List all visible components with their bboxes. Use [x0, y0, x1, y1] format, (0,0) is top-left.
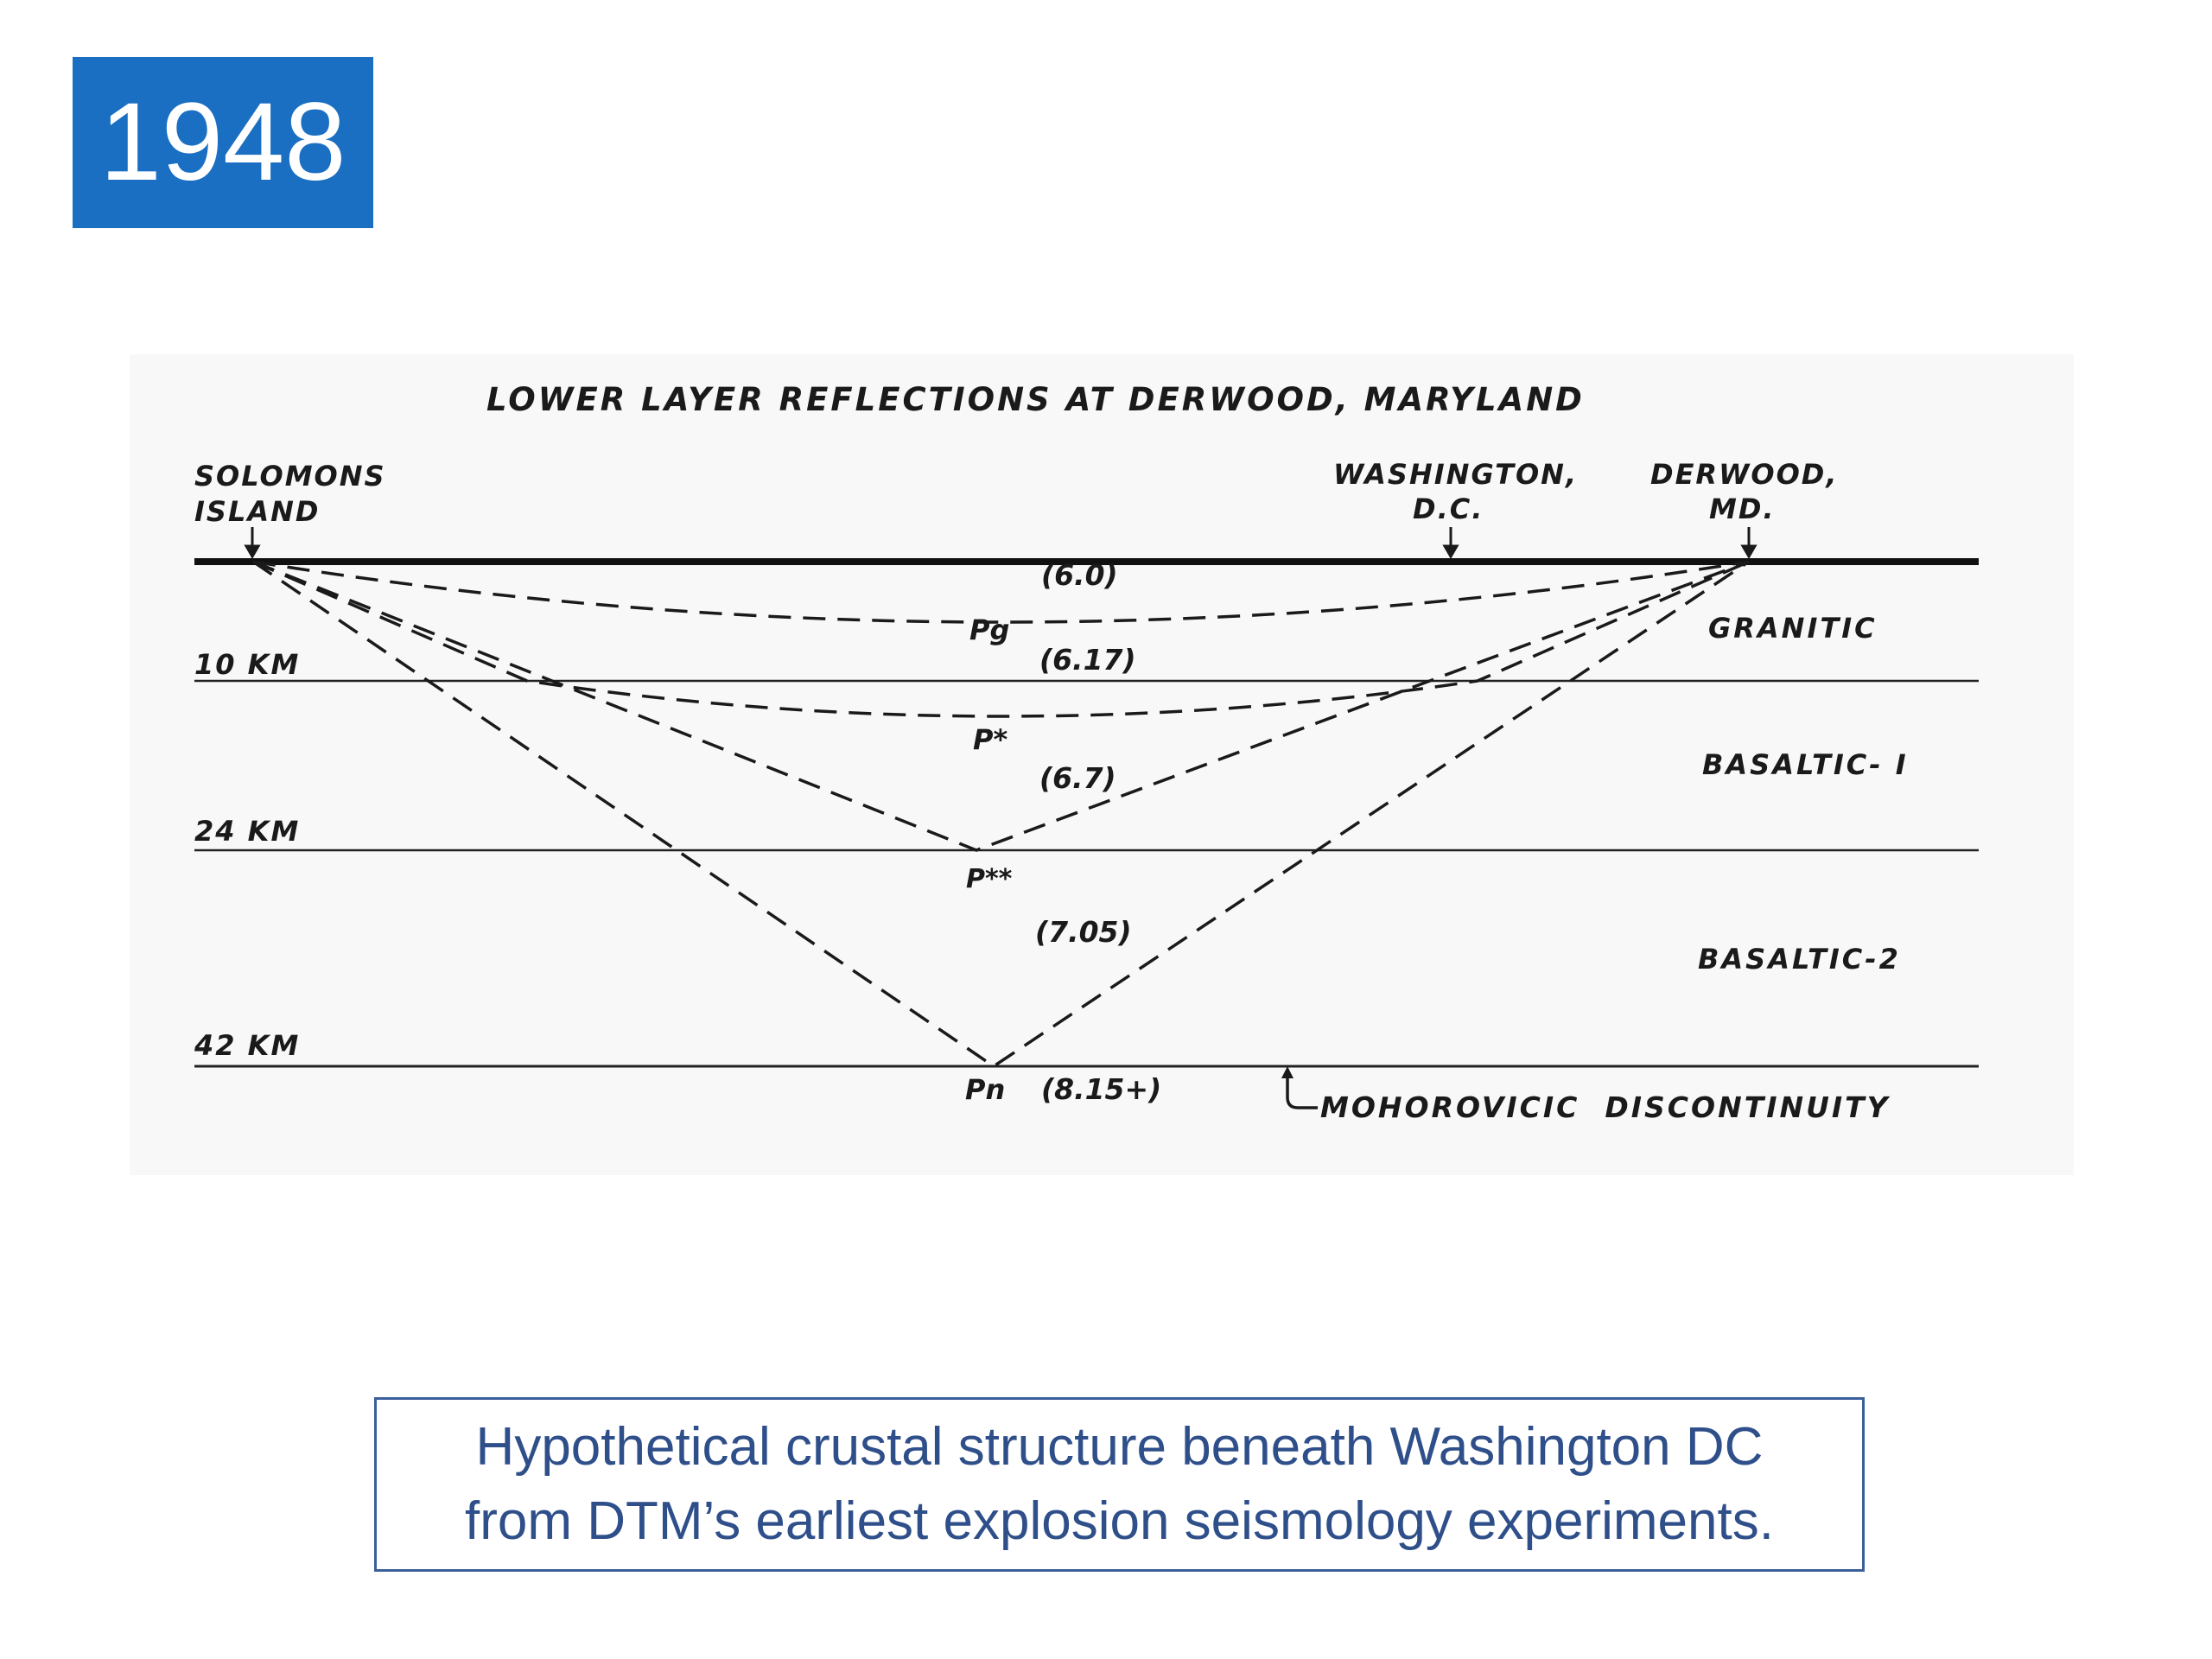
derwood-arrowhead-icon — [1740, 544, 1758, 559]
ray-p-star — [252, 560, 1750, 718]
station-derwood-line1: DERWOOD, — [1650, 458, 1838, 491]
moho-label: MOHOROVICIC DISCONTINUITY — [1320, 1090, 1891, 1124]
ray-p-double-star — [252, 560, 1750, 852]
velocity-layer-4: (7.05) — [1035, 915, 1132, 949]
crustal-structure-figure: LOWER LAYER REFLECTIONS AT DERWOOD, MARY… — [130, 354, 2074, 1175]
washington-arrowhead-icon — [1442, 544, 1459, 559]
station-arrows — [244, 527, 1758, 559]
station-solomons-line1: SOLOMONS — [194, 460, 386, 493]
velocity-layer-3: (6.7) — [1039, 761, 1116, 795]
velocity-mantle: (8.15+) — [1041, 1072, 1161, 1106]
solomons-arrowhead-icon — [244, 544, 261, 559]
velocity-layer-1: (6.0) — [1041, 558, 1118, 592]
phase-label-pg: Pg — [969, 613, 1009, 646]
depth-label-24km: 24 KM — [194, 815, 300, 848]
station-solomons-line2: ISLAND — [194, 495, 320, 528]
ray-pn — [252, 560, 1750, 1069]
layer-label-granitic: GRANITIC — [1708, 612, 1878, 645]
diagram-title: LOWER LAYER REFLECTIONS AT DERWOOD, MARY… — [486, 381, 1585, 418]
ray-paths — [252, 560, 1750, 1069]
ray-pg — [252, 560, 1750, 624]
layer-label-basaltic-1: BASALTIC- I — [1702, 748, 1909, 781]
year-label: 1948 — [99, 80, 346, 204]
station-derwood-line2: MD. — [1709, 493, 1776, 525]
station-washington-line2: D.C. — [1413, 493, 1484, 525]
year-badge: 1948 — [73, 57, 373, 228]
phase-label-p-double-star: P** — [966, 864, 1013, 894]
crustal-section-diagram: LOWER LAYER REFLECTIONS AT DERWOOD, MARY… — [194, 381, 1979, 1124]
depth-label-10km: 10 KM — [194, 648, 300, 681]
station-washington-line1: WASHINGTON, — [1333, 458, 1578, 491]
layer-label-basaltic-2: BASALTIC-2 — [1698, 943, 1901, 976]
depth-label-42km: 42 KM — [194, 1029, 300, 1062]
moho-pointer-icon — [1286, 1070, 1318, 1109]
caption-line-1: Hypothetical crustal structure beneath W… — [475, 1417, 1764, 1477]
moho-arrowhead-icon — [1281, 1066, 1294, 1078]
caption-box: Hypothetical crustal structure beneath W… — [374, 1397, 1865, 1572]
caption-line-2: from DTM’s earliest explosion seismology… — [465, 1491, 1774, 1551]
phase-label-pn: Pn — [965, 1073, 1005, 1106]
phase-label-p-star: P* — [973, 723, 1007, 756]
velocity-layer-2: (6.17) — [1039, 643, 1136, 677]
